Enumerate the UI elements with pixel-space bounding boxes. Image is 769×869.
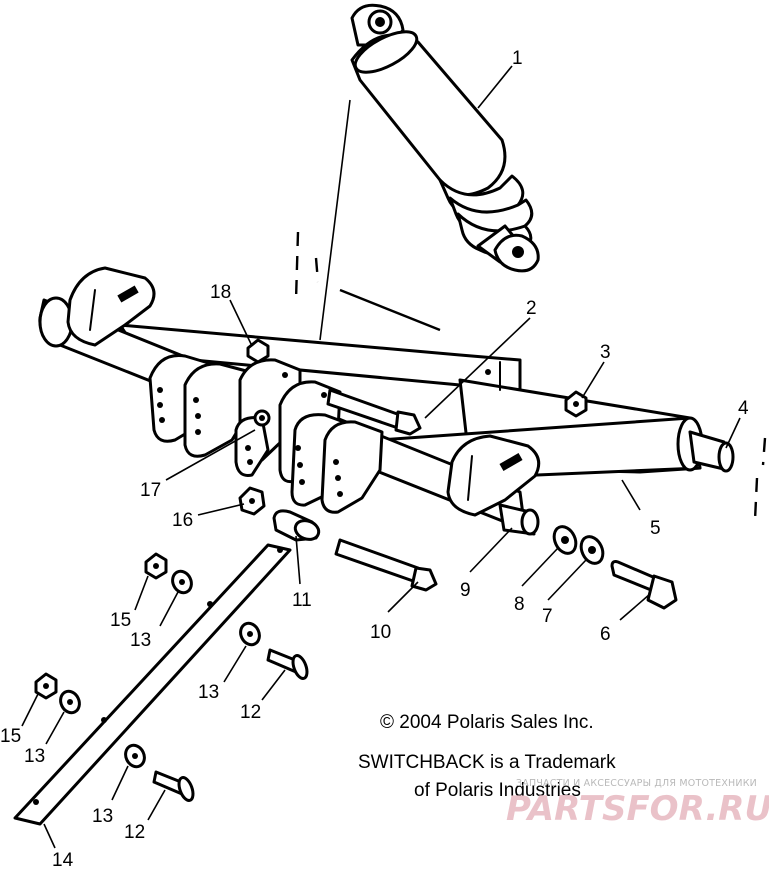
washer-8: [552, 525, 578, 555]
washer-7: [579, 535, 605, 565]
callout-9: 9: [460, 580, 471, 601]
rear-axle-frame: [118, 323, 735, 482]
mounting-plates: [148, 353, 384, 514]
callout-1: 1: [512, 48, 523, 69]
bolt-10: [334, 538, 438, 592]
watermark-tagline: ЗАПЧАСТИ И АКСЕССУАРЫ ДЛЯ МОТОТЕХНИКИ: [516, 778, 757, 789]
bolt-2: [326, 388, 422, 436]
nut-16: [238, 486, 266, 516]
watermark-logo: PARTSFOR.RU: [506, 789, 769, 829]
nut-15-upper: [144, 552, 168, 580]
copyright-text: © 2004 Polaris Sales Inc.: [380, 712, 594, 733]
callout-15-upper: 15: [110, 610, 131, 631]
callout-13-a: 13: [130, 630, 151, 651]
callout-13-d: 13: [92, 806, 113, 827]
trademark-line-1: SWITCHBACK is a Trademark: [358, 752, 616, 773]
trademark-line-2: of Polaris Industries: [414, 780, 581, 801]
pin-12-upper: [266, 648, 309, 680]
bolt-17: [253, 409, 271, 427]
callout-6: 6: [600, 624, 611, 645]
callout-16: 16: [172, 510, 193, 531]
callout-2: 2: [526, 298, 537, 319]
right-clamp-bracket: [446, 434, 541, 517]
callout-3: 3: [600, 342, 611, 363]
callout-18: 18: [210, 282, 231, 303]
washer-13-a: [171, 569, 193, 595]
callout-12-lower: 12: [124, 822, 145, 843]
nut-18: [246, 338, 270, 364]
nut-3: [564, 390, 588, 418]
washer-13-d: [124, 743, 146, 769]
callout-17: 17: [140, 480, 161, 501]
left-clamp-bracket: [66, 266, 156, 347]
strap-14: [13, 543, 292, 826]
washer-13-b: [239, 621, 261, 647]
callout-14: 14: [52, 850, 74, 869]
callout-5: 5: [650, 518, 661, 539]
callout-7: 7: [542, 606, 553, 627]
pin-12-lower: [152, 770, 195, 802]
shock-absorber: [350, 3, 540, 273]
bolt-6: [610, 560, 678, 610]
callout-13-c: 13: [24, 746, 45, 767]
callout-12-upper: 12: [240, 702, 261, 723]
callout-4: 4: [738, 398, 749, 419]
leader-lines: [21, 65, 741, 849]
callout-15-lower: 15: [0, 726, 21, 747]
callout-11: 11: [292, 590, 312, 611]
spacer-11: [272, 509, 321, 542]
callout-10: 10: [370, 622, 391, 643]
washer-13-c: [59, 689, 81, 715]
nut-15-lower: [34, 672, 58, 700]
callout-8: 8: [514, 594, 525, 615]
callout-13-b: 13: [198, 682, 219, 703]
